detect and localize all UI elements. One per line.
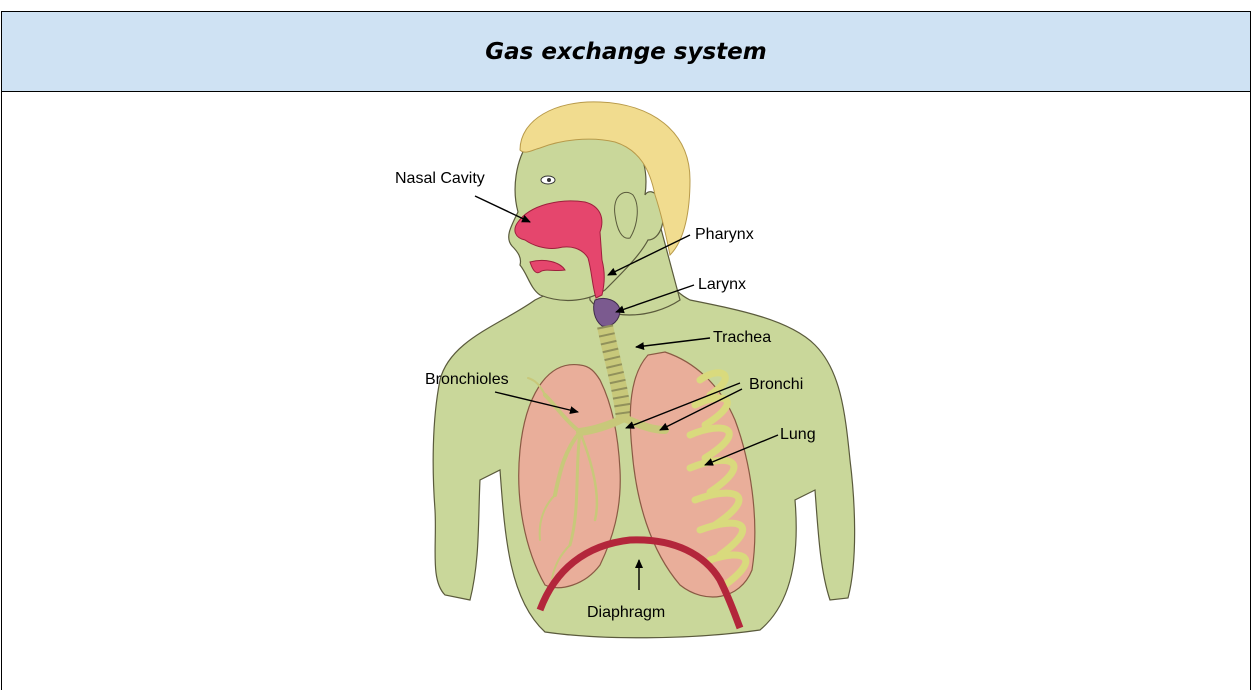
label-bronchioles: Bronchioles — [425, 371, 509, 388]
label-trachea: Trachea — [713, 329, 771, 346]
label-nasal-cavity: Nasal Cavity — [395, 170, 485, 187]
label-pharynx: Pharynx — [695, 226, 754, 243]
lung-left — [519, 365, 621, 588]
label-bronchi: Bronchi — [749, 376, 803, 393]
label-diaphragm: Diaphragm — [587, 604, 665, 621]
label-larynx: Larynx — [698, 276, 746, 293]
label-lung: Lung — [780, 426, 816, 443]
